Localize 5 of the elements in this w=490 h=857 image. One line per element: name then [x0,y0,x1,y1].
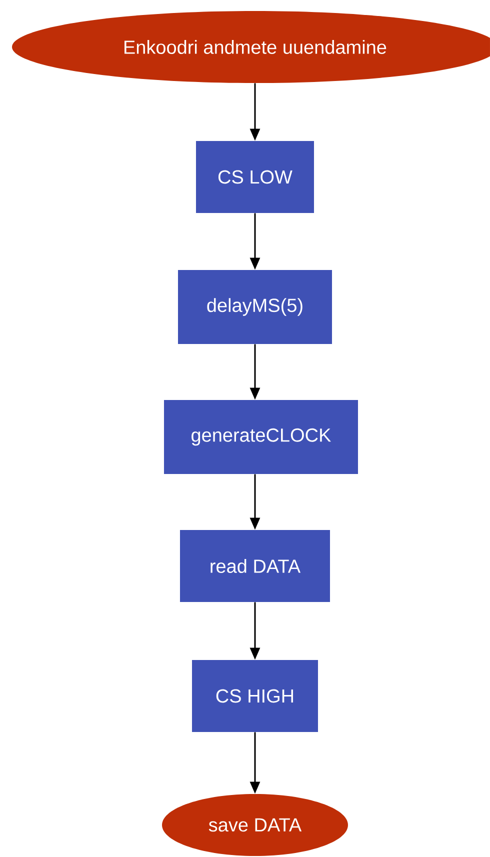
process-box: read DATA [180,530,330,602]
process-box: delayMS(5) [178,270,332,344]
process-box: generateCLOCK [164,400,358,474]
process-box: CS HIGH [192,660,318,732]
process-box: CS LOW [196,141,314,213]
